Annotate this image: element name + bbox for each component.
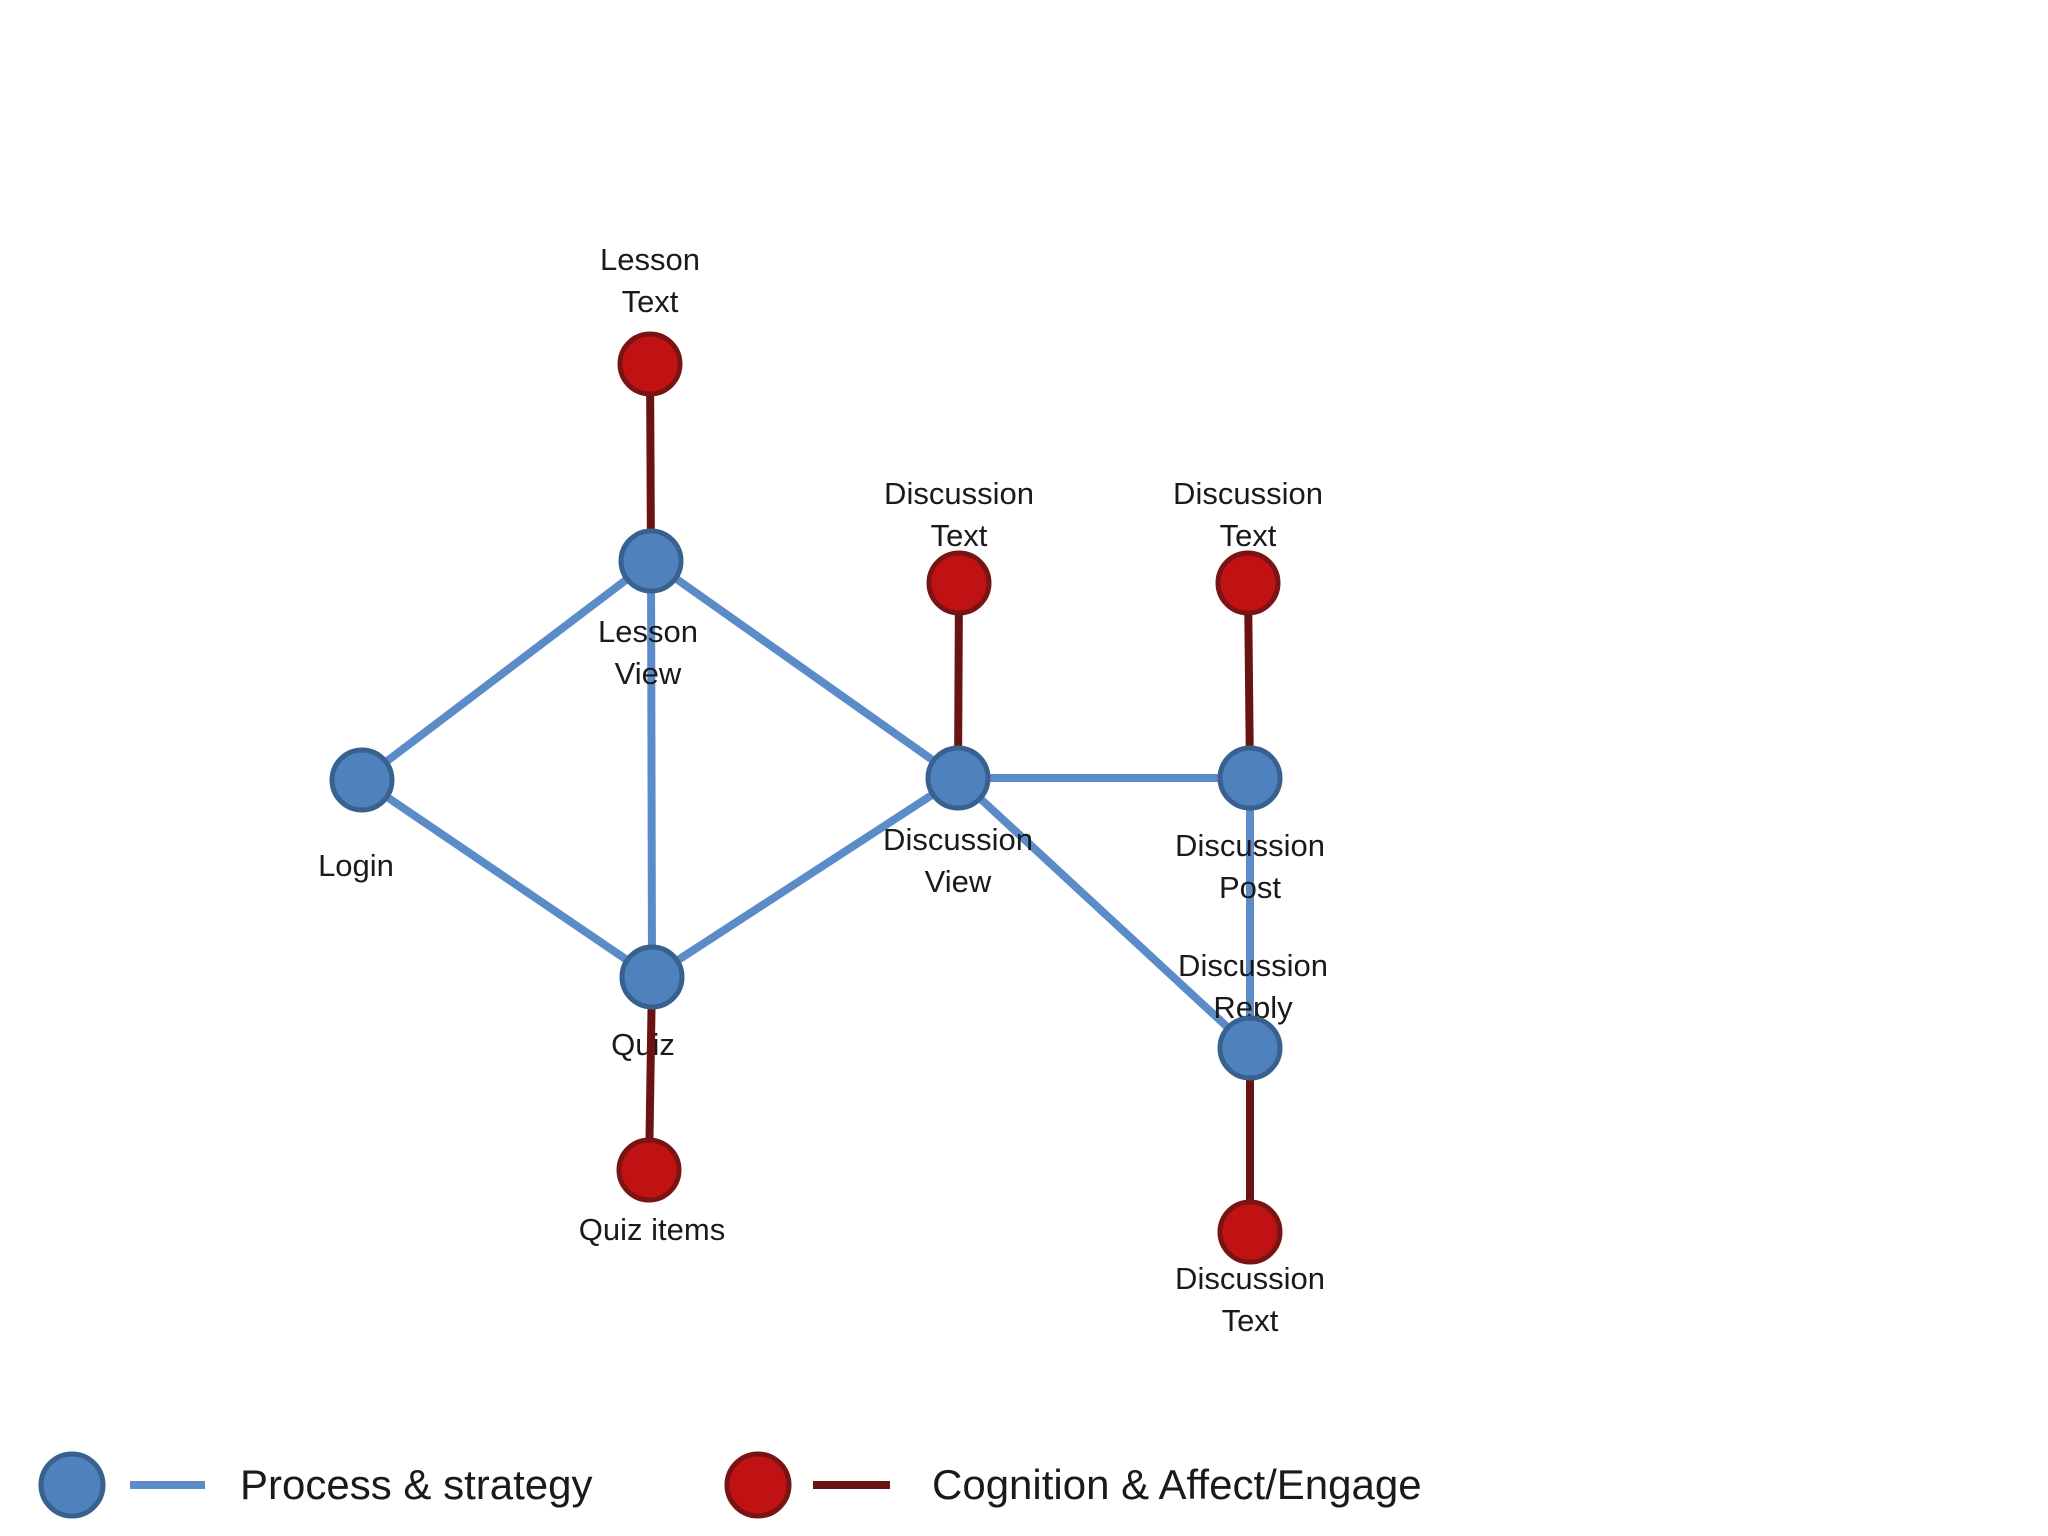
- edge-lesson-view--login: [359, 557, 654, 784]
- legend-node-cognition: [724, 1451, 792, 1519]
- edge-lesson-view--discussion-view: [648, 557, 961, 782]
- node-login: [329, 747, 395, 813]
- edge-discussion-view--discussion-reply: [955, 775, 1253, 1051]
- legend-node-process: [38, 1451, 106, 1519]
- node-lesson-text: [617, 331, 683, 397]
- edge-discussion-text-1--discussion-view: [954, 582, 963, 779]
- node-quiz: [619, 944, 685, 1010]
- node-discussion-post: [1217, 745, 1283, 811]
- node-quiz-items: [616, 1137, 682, 1203]
- edge-discussion-text-2--discussion-post: [1244, 582, 1254, 779]
- node-lesson-view: [618, 528, 684, 594]
- edge-lesson-text--lesson-view: [646, 363, 655, 562]
- edge-login--quiz: [359, 776, 655, 981]
- node-discussion-text-3: [1217, 1199, 1283, 1265]
- edge-lesson-view--quiz: [647, 560, 656, 978]
- node-discussion-text-1: [926, 550, 992, 616]
- node-discussion-text-2: [1215, 550, 1281, 616]
- node-discussion-view: [925, 745, 991, 811]
- node-discussion-reply: [1217, 1015, 1283, 1081]
- edge-quiz--discussion-view: [649, 774, 961, 981]
